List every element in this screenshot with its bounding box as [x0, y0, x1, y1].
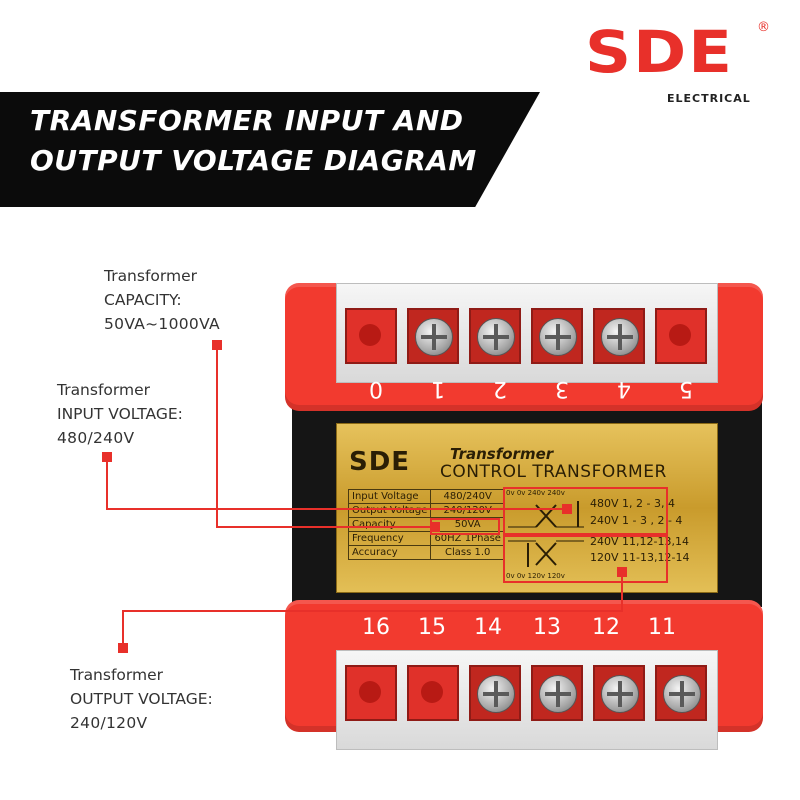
terminal-number: 3: [555, 376, 569, 401]
terminal-slot-13: [531, 665, 583, 721]
input-wiring-highlight: [503, 487, 668, 535]
spec-key: Accuracy: [347, 545, 432, 560]
terminal-slot-12: [593, 665, 645, 721]
screw-icon: [601, 675, 639, 713]
output-label: OUTPUT VOLTAGE:: [70, 690, 213, 708]
terminal-slot-2: [469, 308, 521, 364]
capacity-heading: Transformer: [104, 267, 198, 285]
capacity-leader-end: [430, 522, 440, 532]
primary-voltage-tags: 0v 0v 240v 240v: [506, 489, 565, 497]
input-label: INPUT VOLTAGE:: [57, 405, 183, 423]
wiring-diagram: 0v 0v 240v 240v 480V 1, 2 - 3, 4 240V 1 …: [502, 489, 710, 581]
terminal-number: 0: [369, 376, 383, 401]
nameplate-model: CONTROL TRANSFORMER: [440, 462, 667, 482]
spec-value: 480/240V: [430, 489, 505, 504]
capacity-value: 50VA~1000VA: [104, 315, 220, 333]
screw-icon: [477, 318, 515, 356]
brand-subtitle: ELECTRICAL: [667, 92, 751, 105]
wiring-row: 480V 1, 2 - 3, 4: [590, 497, 675, 510]
spec-value: 240/120V: [430, 503, 505, 518]
screw-icon: [601, 318, 639, 356]
terminal-slot-3: [531, 308, 583, 364]
wiring-row: 120V 11-13,12-14: [590, 551, 690, 564]
terminal-slot-0: [345, 308, 397, 364]
spec-key: Input Voltage: [347, 489, 432, 504]
terminal-number: 16: [362, 615, 390, 640]
spec-key: Frequency: [347, 531, 432, 546]
input-leader-line: [106, 456, 108, 509]
terminal-number: 12: [592, 615, 620, 640]
output-leader-line: [122, 610, 623, 612]
output-leader-line: [621, 572, 623, 612]
input-value: 480/240V: [57, 429, 135, 447]
output-leader-end: [617, 567, 627, 577]
terminal-number: 15: [418, 615, 446, 640]
input-leader-line: [106, 508, 566, 510]
capacity-leader-line: [216, 345, 218, 527]
top-terminal-strip: [336, 283, 718, 383]
capacity-highlight: [430, 518, 500, 535]
screw-icon: [539, 318, 577, 356]
page-title-line-2: Output Voltage Diagram: [30, 144, 477, 177]
capacity-callout: Transformer CAPACITY: 50VA~1000VA: [104, 264, 220, 336]
secondary-voltage-tags: 0v 0v 120v 120v: [506, 572, 565, 580]
screw-icon: [477, 675, 515, 713]
spec-key: Capacity: [347, 517, 432, 532]
screw-icon: [415, 318, 453, 356]
terminal-slot-1: [407, 308, 459, 364]
terminal-slot-16: [345, 665, 397, 721]
screw-icon: [539, 675, 577, 713]
title-banner: [0, 92, 540, 207]
terminal-number: 14: [474, 615, 502, 640]
secondary-coil-icon: [508, 540, 584, 567]
terminal-slot-14: [469, 665, 521, 721]
output-value: 240/120V: [70, 714, 148, 732]
spec-key: Output Voltage: [347, 503, 432, 518]
output-voltage-callout: Transformer OUTPUT VOLTAGE: 240/120V: [70, 663, 213, 735]
terminal-number: 13: [533, 615, 561, 640]
output-wiring-highlight: [503, 535, 668, 583]
output-heading: Transformer: [70, 666, 164, 684]
terminal-slot-15: [407, 665, 459, 721]
bottom-terminal-strip: [336, 650, 718, 750]
capacity-leader-line: [216, 526, 432, 528]
screw-icon: [663, 675, 701, 713]
wiring-row: 240V 11,12-13,14: [590, 535, 689, 548]
wiring-row: 240V 1 - 3 , 2 - 4: [590, 514, 683, 527]
page-title-line-1: Transformer Input and: [30, 104, 464, 137]
nameplate-brand: SDE: [349, 447, 411, 477]
terminal-number: 11: [648, 615, 676, 640]
input-voltage-callout: Transformer INPUT VOLTAGE: 480/240V: [57, 378, 183, 450]
input-leader-end: [562, 504, 572, 514]
capacity-label: CAPACITY:: [104, 291, 182, 309]
terminal-slot-4: [593, 308, 645, 364]
input-heading: Transformer: [57, 381, 151, 399]
nameplate-tag: Transformer: [450, 445, 554, 463]
terminal-number: 2: [493, 376, 507, 401]
output-leader-dot: [118, 643, 128, 653]
spec-value: Class 1.0: [430, 545, 505, 560]
terminal-slot-5: [655, 308, 707, 364]
output-leader-line: [122, 610, 124, 648]
terminal-slot-11: [655, 665, 707, 721]
terminal-number: 5: [679, 376, 693, 401]
terminal-number: 1: [431, 376, 445, 401]
brand-logo: SDE: [585, 19, 734, 87]
registered-mark: ®: [757, 20, 770, 35]
terminal-number: 4: [617, 376, 631, 401]
